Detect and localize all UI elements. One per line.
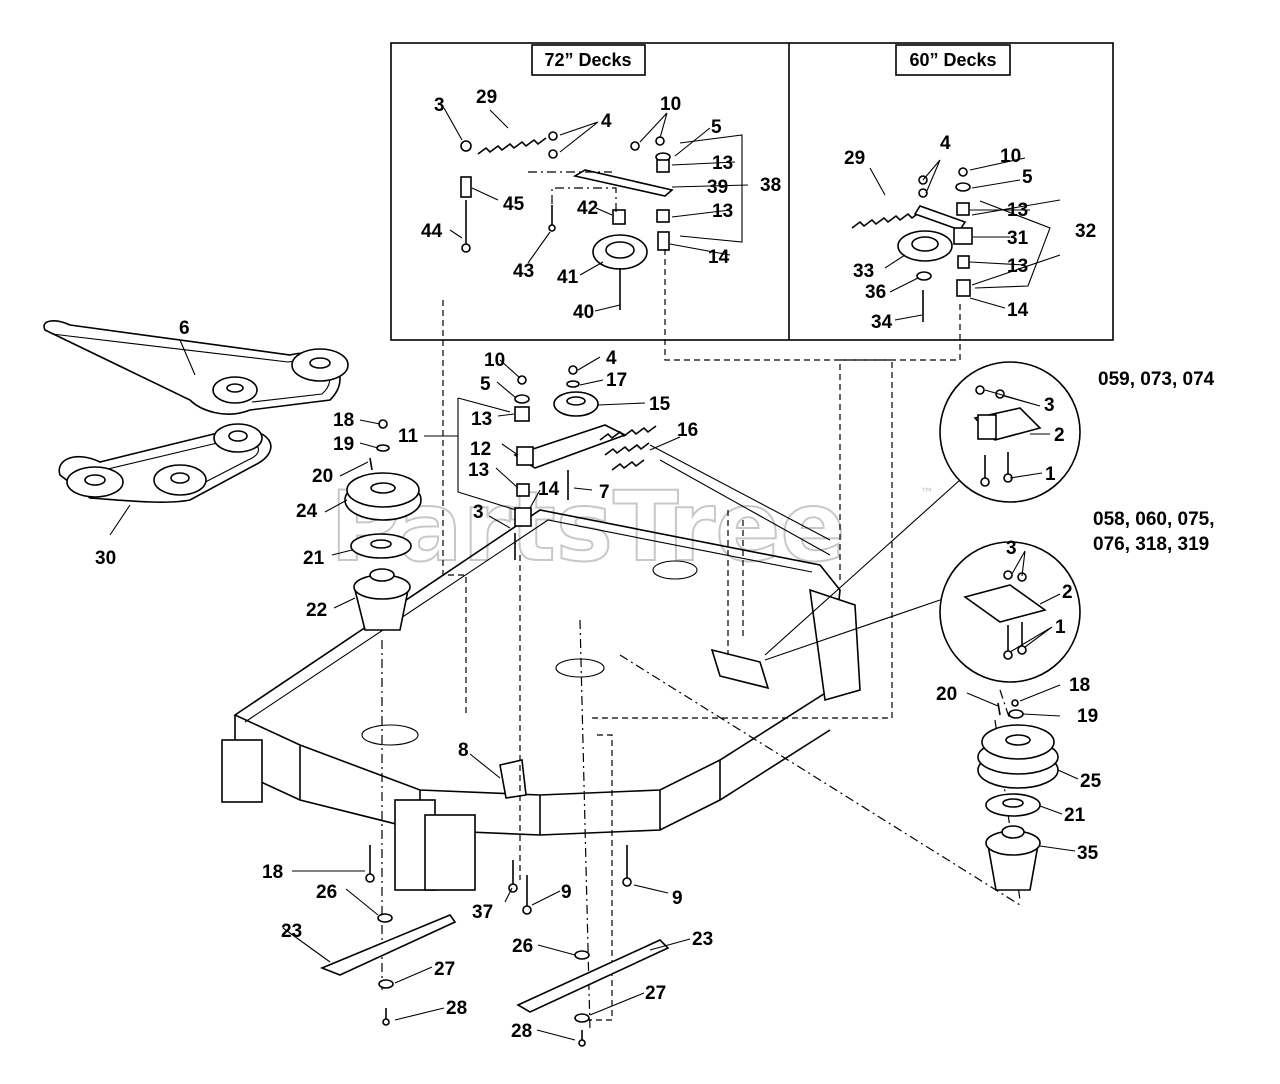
callout: 42 — [577, 198, 598, 219]
mower-deck — [221, 248, 1021, 1031]
header-72-box — [531, 44, 646, 76]
blades — [319, 845, 670, 1047]
callout: 19 — [333, 434, 354, 455]
callout: 41 — [557, 267, 579, 288]
callout: 13 — [712, 153, 733, 174]
leader-lines — [109, 107, 1079, 1041]
belts — [43, 320, 349, 503]
model-numbers-lower-line1: 058, 060, 075, — [1093, 509, 1215, 530]
callout: 14 — [1007, 300, 1029, 321]
callout: 22 — [306, 600, 327, 621]
callout: 35 — [1077, 843, 1099, 864]
callout: 45 — [503, 194, 525, 215]
callout: 2 — [1054, 425, 1065, 446]
right-spindle — [977, 699, 1059, 891]
callout: 6 — [179, 318, 190, 339]
callout: 38 — [760, 175, 781, 196]
callout: 25 — [1080, 771, 1102, 792]
callout: 30 — [95, 548, 116, 569]
callout: 5 — [711, 117, 722, 138]
callout: 18 — [1069, 675, 1090, 696]
callout: 2 — [1062, 582, 1073, 603]
callout: 10 — [660, 94, 681, 115]
callout: 14 — [708, 247, 730, 268]
callout: 27 — [434, 959, 455, 980]
watermark-trademark: ™ — [920, 486, 934, 502]
callout: 14 — [538, 479, 560, 500]
callout: 29 — [844, 148, 865, 169]
callout: 11 — [398, 426, 419, 447]
callout: 17 — [606, 370, 627, 391]
callout: 40 — [573, 302, 594, 323]
header-60-box — [895, 44, 1011, 76]
callouts-main: 6 30 10 4 5 17 15 13 16 18 11 12 19 20 1… — [95, 318, 713, 1042]
callout: 16 — [677, 420, 698, 441]
callout: 28 — [511, 1021, 532, 1042]
callouts-60-deck: 4 29 10 5 13 32 31 33 13 36 14 34 — [844, 133, 1096, 333]
callout: 4 — [601, 111, 612, 132]
callout: 24 — [296, 501, 318, 522]
callout: 28 — [446, 998, 467, 1019]
callout: 21 — [1064, 805, 1086, 826]
callout: 10 — [1000, 146, 1021, 167]
callout: 26 — [512, 936, 533, 957]
callout: 36 — [865, 282, 886, 303]
callout: 3 — [434, 95, 445, 116]
callout: 31 — [1007, 228, 1029, 249]
callout: 33 — [853, 261, 874, 282]
header-60-decks: 60” Decks — [909, 50, 996, 70]
callout: 32 — [1075, 221, 1096, 242]
callout: 26 — [316, 882, 337, 903]
callout: 34 — [871, 312, 893, 333]
callout: 10 — [484, 350, 505, 371]
callout: 8 — [458, 740, 469, 761]
callout: 13 — [712, 201, 733, 222]
callout: 37 — [472, 902, 493, 923]
callout: 23 — [281, 921, 302, 942]
callout: 3 — [1006, 538, 1017, 559]
callout: 44 — [421, 221, 443, 242]
callout: 29 — [476, 87, 497, 108]
left-spindle — [344, 419, 422, 883]
callout: 23 — [692, 929, 713, 950]
model-numbers-lower-line2: 076, 318, 319 — [1093, 534, 1209, 555]
callout: 5 — [480, 374, 491, 395]
callout: 9 — [672, 888, 683, 909]
callout: 1 — [1055, 617, 1066, 638]
callout: 15 — [649, 394, 671, 415]
callout: 21 — [303, 548, 325, 569]
parts-60-deck — [851, 167, 1051, 322]
callout: 43 — [513, 261, 534, 282]
callout: 9 — [561, 882, 572, 903]
idler-assembly — [457, 365, 831, 560]
callout: 20 — [936, 684, 957, 705]
model-numbers-upper: 059, 073, 074 — [1098, 369, 1215, 390]
callout: 3 — [1044, 395, 1055, 416]
callout: 18 — [262, 862, 283, 883]
header-72-decks: 72” Decks — [544, 50, 631, 70]
callout: 13 — [471, 409, 492, 430]
callout: 5 — [1022, 167, 1033, 188]
deck-detail-frame — [390, 42, 1114, 341]
callout: 18 — [333, 410, 354, 431]
callout: 4 — [606, 348, 617, 369]
callout: 7 — [599, 482, 610, 503]
callouts-72-deck: 3 29 4 10 5 13 38 39 42 13 45 44 43 41 1… — [421, 87, 781, 323]
callout: 19 — [1077, 706, 1098, 727]
callout: 39 — [707, 177, 728, 198]
callout: 4 — [940, 133, 951, 154]
callout: 13 — [1007, 256, 1028, 277]
bracket-detail-upper — [764, 361, 1081, 656]
callout: 13 — [468, 460, 489, 481]
parts-72-deck — [460, 131, 743, 310]
callout: 1 — [1045, 464, 1056, 485]
callout: 12 — [470, 439, 491, 460]
callouts-right: 3 2 1 3 2 1 20 18 19 25 21 35 — [936, 395, 1102, 864]
callout: 20 — [312, 466, 333, 487]
callout: 13 — [1007, 200, 1028, 221]
callout: 27 — [645, 983, 666, 1004]
callout: 3 — [473, 502, 484, 523]
bracket-detail-lower — [764, 541, 1081, 683]
